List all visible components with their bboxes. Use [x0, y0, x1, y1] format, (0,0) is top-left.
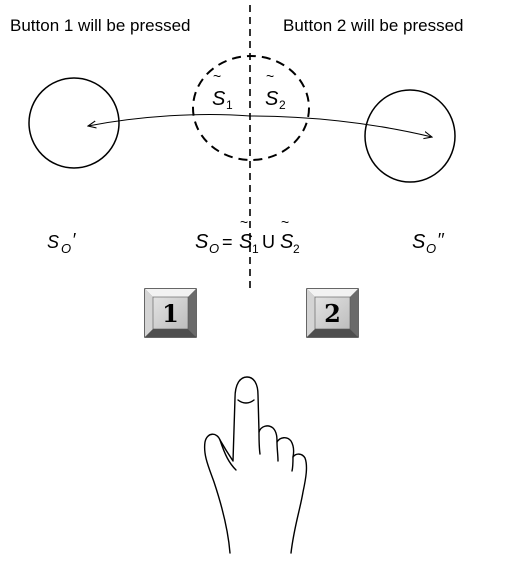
svg-text:O: O	[426, 241, 436, 256]
key-button-1[interactable]: 1	[145, 289, 196, 337]
initial-state-region	[193, 56, 309, 160]
left-outcome-label: Button 1 will be pressed	[10, 16, 191, 35]
pointing-hand-icon	[205, 377, 307, 553]
svg-text:S: S	[212, 88, 226, 110]
svg-text:~: ~	[213, 68, 221, 84]
svg-text:1: 1	[252, 242, 259, 256]
svg-text:O: O	[61, 241, 71, 256]
svg-text:S: S	[47, 232, 59, 252]
right-outcome-label: Button 2 will be pressed	[283, 16, 464, 35]
right-state-label: S O ′′	[412, 230, 444, 256]
svg-text:S: S	[280, 231, 294, 253]
key-label-1: 1	[162, 299, 179, 328]
left-state-label: S O ′	[47, 230, 76, 256]
svg-text:′′: ′′	[437, 230, 444, 250]
svg-text:1: 1	[226, 98, 233, 112]
svg-text:O: O	[209, 241, 219, 256]
key-label-2: 2	[324, 299, 341, 328]
svg-text:=: =	[222, 232, 233, 252]
subset-s2-label: ~ S 2	[265, 68, 286, 112]
key-button-2[interactable]: 2	[307, 289, 358, 337]
svg-text:~: ~	[266, 68, 274, 84]
arrow-to-right	[250, 116, 432, 137]
svg-text:S: S	[265, 88, 279, 110]
subset-s1-label: ~ S 1	[212, 68, 233, 112]
svg-text:2: 2	[293, 242, 300, 256]
svg-text:2: 2	[279, 98, 286, 112]
svg-text:~: ~	[240, 214, 248, 230]
svg-text:S: S	[195, 231, 209, 253]
arrow-to-left	[88, 114, 250, 126]
svg-text:S: S	[239, 231, 253, 253]
initial-state-label: S O = ~ S 1 U ~ S 2	[195, 214, 300, 256]
svg-text:S: S	[412, 231, 426, 253]
right-state-circle	[365, 90, 455, 182]
svg-text:~: ~	[281, 214, 289, 230]
svg-text:U: U	[262, 232, 275, 252]
svg-text:′: ′	[72, 230, 76, 250]
